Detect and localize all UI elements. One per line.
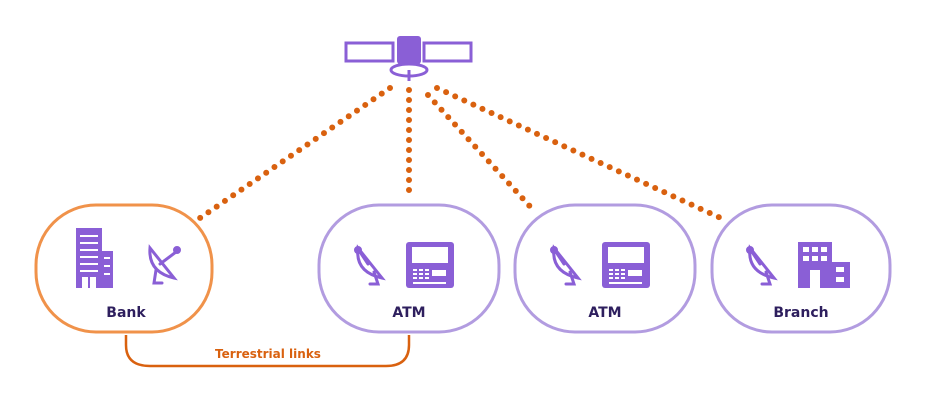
node-branch: Branch bbox=[710, 203, 892, 334]
node-label: ATM bbox=[392, 305, 425, 321]
atm-icon bbox=[602, 242, 650, 288]
satellite-link-atm2 bbox=[425, 92, 539, 216]
satellite-icon bbox=[344, 36, 473, 81]
satellite-dish-icon bbox=[746, 244, 778, 286]
office-building-icon bbox=[798, 242, 850, 288]
node-label: Branch bbox=[773, 305, 828, 321]
satellite-link-bank bbox=[197, 85, 393, 221]
node-atm: ATM bbox=[317, 203, 501, 334]
terrestrial-links-label: Terrestrial links bbox=[215, 347, 321, 361]
atm-icon bbox=[406, 242, 454, 288]
node-label: ATM bbox=[588, 305, 621, 321]
satellite-dish-icon bbox=[148, 244, 181, 285]
node-bank: Bank bbox=[34, 203, 214, 334]
satellite-dish-icon bbox=[354, 244, 386, 286]
node-label: Bank bbox=[106, 305, 146, 321]
satellite-link-branch bbox=[434, 85, 728, 223]
node-atm: ATM bbox=[513, 203, 697, 334]
satellite-dish-icon bbox=[550, 244, 582, 286]
terrestrial-link bbox=[124, 335, 411, 368]
